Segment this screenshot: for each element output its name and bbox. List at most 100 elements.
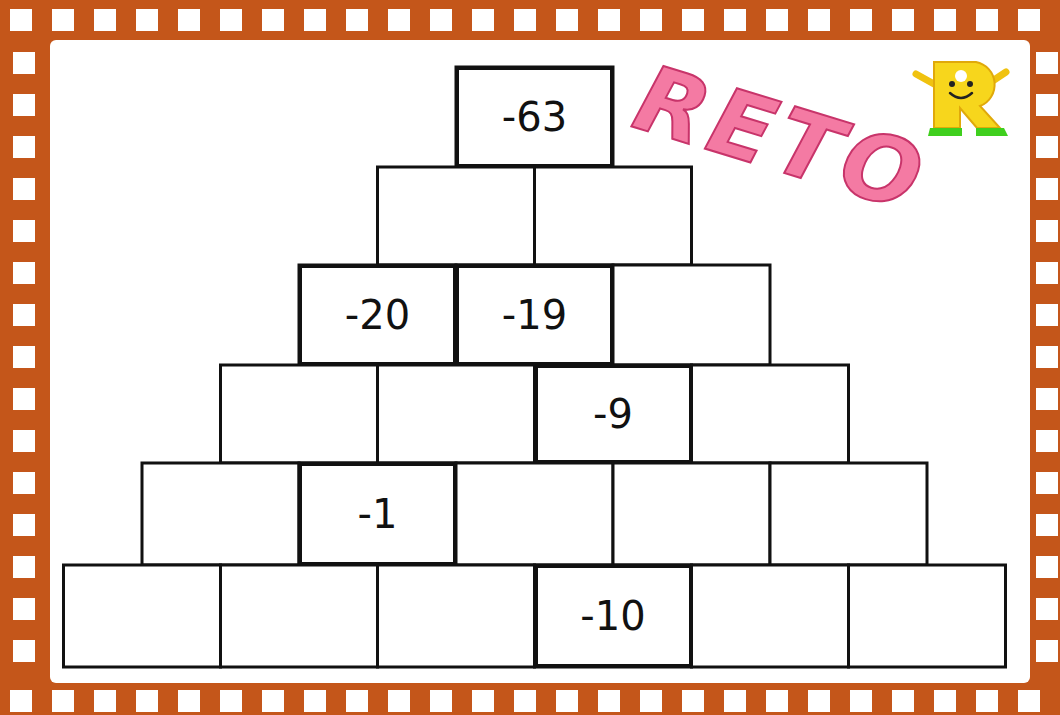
frame-square bbox=[976, 9, 998, 31]
frame-square bbox=[808, 690, 830, 712]
frame-square bbox=[13, 514, 35, 536]
frame-square bbox=[766, 690, 788, 712]
frame-square bbox=[472, 9, 494, 31]
number-box: -9 bbox=[535, 365, 692, 463]
frame-square bbox=[1036, 598, 1058, 620]
frame-square bbox=[13, 346, 35, 368]
frame-square bbox=[1036, 430, 1058, 452]
frame-square bbox=[13, 136, 35, 158]
pyramid-cell bbox=[535, 365, 692, 463]
box-number: -20 bbox=[345, 295, 410, 335]
frame-square bbox=[52, 9, 74, 31]
frame-square bbox=[13, 262, 35, 284]
frame-square bbox=[220, 9, 242, 31]
frame-square bbox=[430, 690, 452, 712]
frame-square bbox=[13, 388, 35, 410]
frame-square bbox=[682, 690, 704, 712]
pyramid-cell bbox=[849, 565, 1006, 667]
frame-square bbox=[13, 472, 35, 494]
frame-square bbox=[976, 690, 998, 712]
frame-square bbox=[1036, 514, 1058, 536]
frame-square bbox=[598, 690, 620, 712]
mascot-foot bbox=[928, 128, 962, 136]
frame-square bbox=[220, 690, 242, 712]
frame-square bbox=[13, 304, 35, 326]
frame-square bbox=[388, 9, 410, 31]
pyramid-cell bbox=[221, 365, 378, 463]
pyramid-cell bbox=[64, 565, 221, 667]
mascot-eye bbox=[949, 81, 955, 87]
frame-square bbox=[136, 690, 158, 712]
frame-square bbox=[1036, 346, 1058, 368]
frame-square bbox=[850, 690, 872, 712]
pyramid-cell bbox=[692, 365, 849, 463]
pyramid-cell bbox=[613, 265, 770, 365]
frame-square bbox=[892, 690, 914, 712]
frame-square bbox=[304, 9, 326, 31]
mascot-smile bbox=[950, 93, 972, 98]
frame-square bbox=[682, 9, 704, 31]
frame-square bbox=[1036, 52, 1058, 74]
frame-square bbox=[514, 9, 536, 31]
frame-square bbox=[388, 690, 410, 712]
frame-square bbox=[1036, 220, 1058, 242]
frame-square bbox=[640, 690, 662, 712]
number-box: -10 bbox=[535, 565, 692, 667]
pyramid-cell bbox=[142, 463, 299, 565]
mascot-eye-patch bbox=[955, 70, 967, 82]
frame-square bbox=[94, 9, 116, 31]
pyramid-cell bbox=[456, 67, 613, 167]
pyramid-cell bbox=[770, 463, 927, 565]
number-box: -20 bbox=[299, 265, 456, 365]
pyramid-cell bbox=[535, 565, 692, 667]
frame-square bbox=[178, 690, 200, 712]
frame-square bbox=[640, 9, 662, 31]
pyramid-cell bbox=[535, 167, 692, 265]
pyramid-cell bbox=[378, 167, 535, 265]
frame-square bbox=[1018, 690, 1040, 712]
frame-square bbox=[13, 556, 35, 578]
number-box: -1 bbox=[299, 463, 456, 565]
frame-square bbox=[1036, 556, 1058, 578]
frame-square bbox=[556, 9, 578, 31]
frame-square bbox=[766, 9, 788, 31]
frame-square bbox=[1036, 640, 1058, 662]
frame-square bbox=[13, 94, 35, 116]
frame-square bbox=[346, 690, 368, 712]
mascot-body bbox=[934, 62, 1000, 128]
pyramid-cell bbox=[299, 463, 456, 565]
number-box: -63 bbox=[456, 67, 613, 167]
mascot-arm bbox=[916, 74, 934, 84]
pyramid-cell bbox=[613, 463, 770, 565]
frame-square bbox=[1036, 388, 1058, 410]
frame-square bbox=[262, 9, 284, 31]
frame-square bbox=[10, 690, 32, 712]
frame-square bbox=[556, 690, 578, 712]
frame-square bbox=[808, 9, 830, 31]
frame-square bbox=[850, 9, 872, 31]
frame-square bbox=[1036, 178, 1058, 200]
frame-square bbox=[514, 690, 536, 712]
box-number: -1 bbox=[358, 494, 398, 534]
frame-square bbox=[13, 178, 35, 200]
challenge-title: RETO bbox=[625, 52, 938, 227]
pyramid-cell bbox=[692, 565, 849, 667]
box-number: -10 bbox=[580, 596, 645, 636]
number-box: -19 bbox=[456, 265, 613, 365]
pyramid-cell bbox=[456, 265, 613, 365]
frame-square bbox=[724, 690, 746, 712]
mascot-icon bbox=[916, 62, 1008, 136]
box-number: -19 bbox=[502, 295, 567, 335]
frame-square bbox=[94, 690, 116, 712]
frame-square bbox=[13, 598, 35, 620]
pyramid-cell bbox=[378, 565, 535, 667]
pyramid-cell bbox=[299, 265, 456, 365]
frame-square bbox=[472, 690, 494, 712]
pyramid-cell bbox=[456, 463, 613, 565]
frame-square bbox=[52, 690, 74, 712]
frame-square bbox=[13, 220, 35, 242]
frame-square bbox=[598, 9, 620, 31]
frame-square bbox=[346, 9, 368, 31]
